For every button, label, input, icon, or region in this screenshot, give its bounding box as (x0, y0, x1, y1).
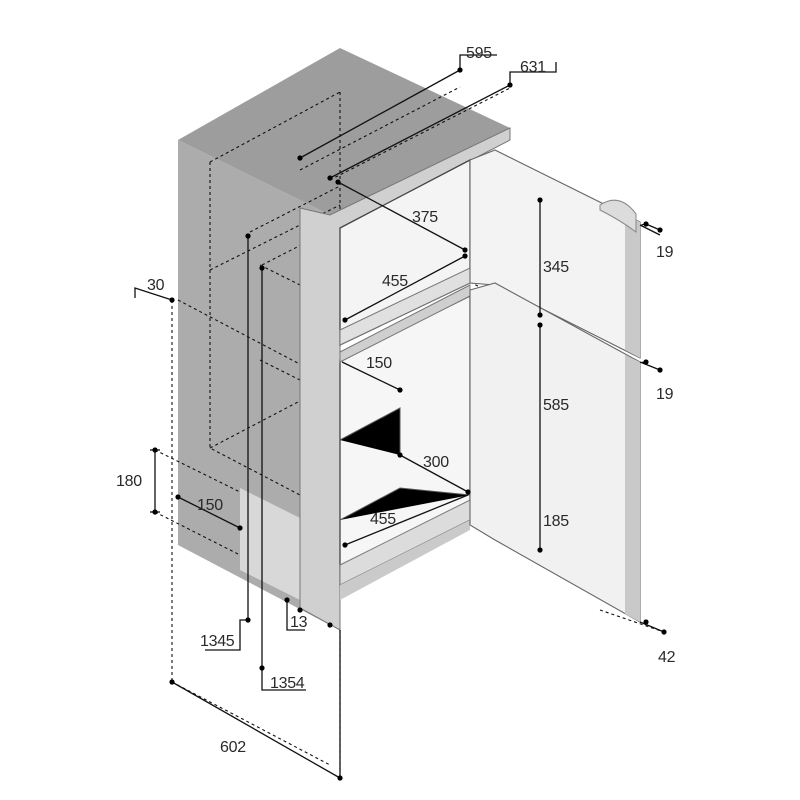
label-631: 631 (520, 59, 546, 76)
freezer-door-handle (599, 199, 637, 233)
label-1354: 1354 (270, 675, 305, 692)
label-42: 42 (658, 649, 676, 666)
label-30: 30 (147, 277, 165, 294)
label-180: 180 (116, 473, 142, 490)
cabinet-left-side (178, 140, 330, 625)
label-19-top: 19 (656, 244, 674, 261)
fridge-door-edge (625, 355, 640, 622)
freezer-door-edge (625, 214, 640, 358)
dimension-lines (134, 54, 665, 779)
label-585: 585 (543, 397, 569, 414)
dimension-endpoints (152, 67, 667, 781)
dimension-labels: 595 631 375 455 345 19 19 150 585 300 45… (116, 45, 676, 756)
label-185: 185 (543, 513, 569, 530)
label-375: 375 (412, 209, 438, 226)
label-602: 602 (220, 739, 246, 756)
cabinet-base (340, 520, 470, 600)
label-300: 300 (423, 454, 449, 471)
inner-divider-lines (339, 407, 401, 455)
cabinet-top (178, 48, 510, 215)
doors (469, 149, 641, 623)
cabinet-body (178, 48, 510, 625)
cabinet-back-recess (240, 488, 300, 600)
label-455-freezer: 455 (382, 273, 408, 290)
label-19-bottom: 19 (656, 386, 674, 403)
label-150-recess: 150 (197, 497, 223, 514)
cabinet-front (299, 127, 511, 631)
label-1345: 1345 (200, 633, 235, 650)
label-455-fridge: 455 (370, 511, 396, 528)
label-13: 13 (290, 614, 308, 631)
label-595: 595 (466, 45, 492, 62)
label-345: 345 (543, 259, 569, 276)
label-150-shelf: 150 (366, 355, 392, 372)
